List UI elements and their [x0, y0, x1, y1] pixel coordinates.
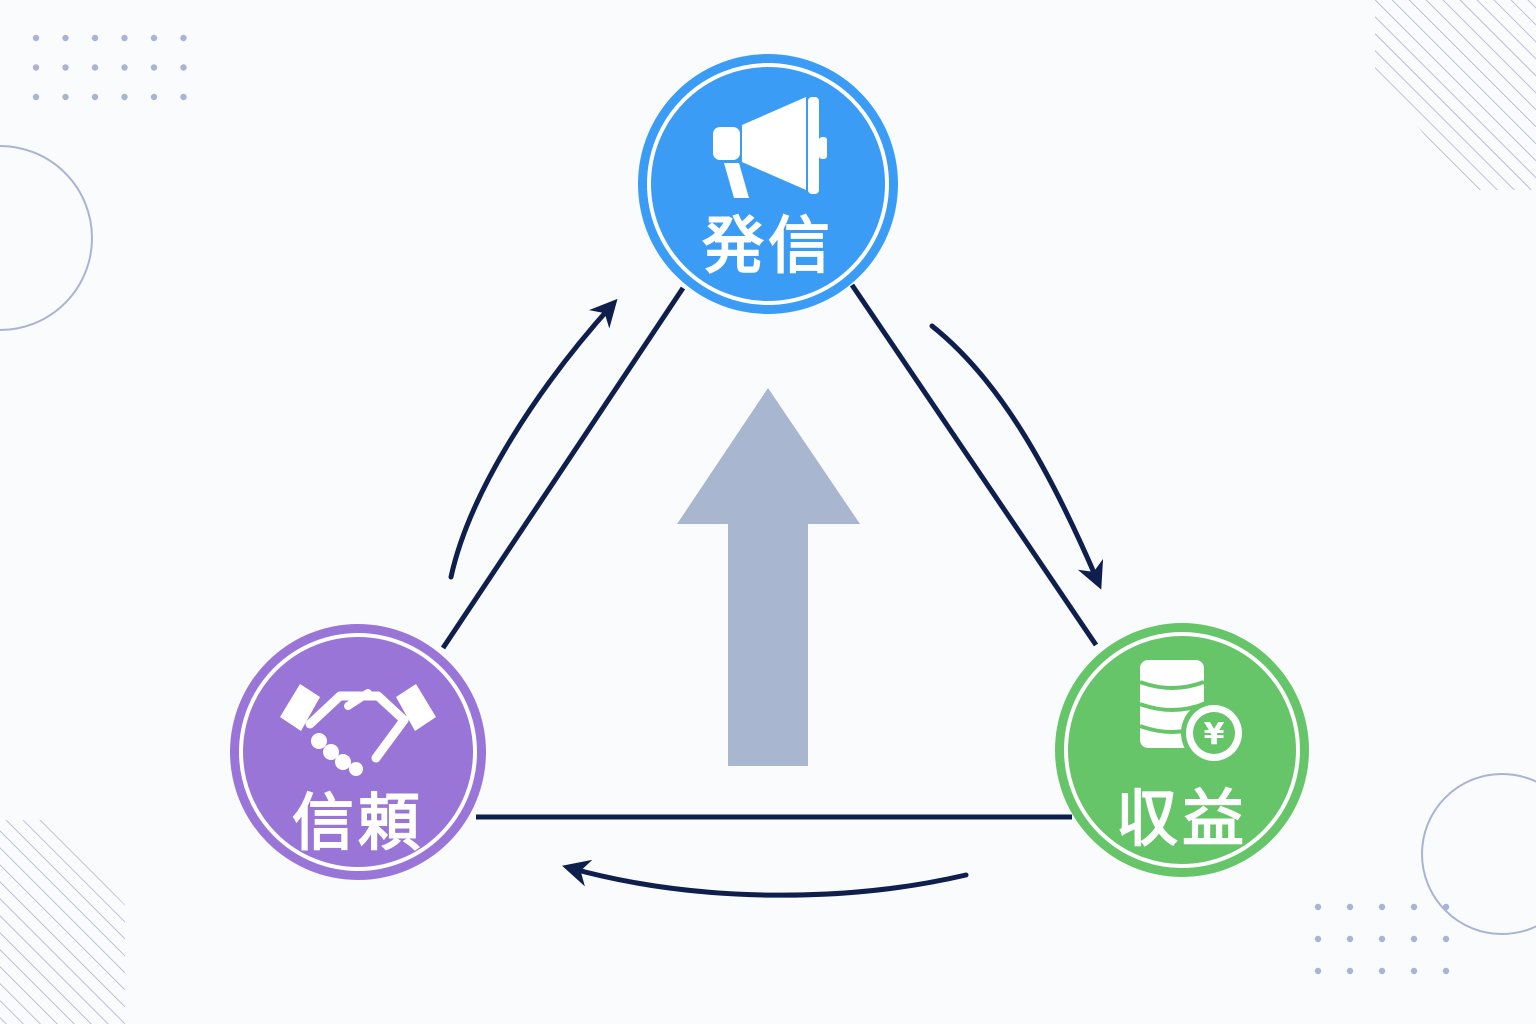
cycle-arrow-to-shueki — [929, 323, 1104, 590]
yen-coins-icon: ¥ — [1139, 660, 1247, 766]
decor-dot — [32, 93, 40, 101]
dot-grid-top-left — [32, 34, 187, 101]
decor-dot — [1378, 967, 1386, 975]
decor-dot — [1314, 967, 1322, 975]
decor-dot — [1378, 903, 1386, 911]
decor-dot — [1346, 903, 1354, 911]
decor-dot — [1314, 903, 1322, 911]
decor-dot — [1442, 935, 1450, 943]
hatch-corner-top-right — [1375, 0, 1536, 190]
handshake-icon — [280, 684, 436, 776]
cycle-arrows — [448, 298, 1104, 898]
decor-dot — [121, 93, 128, 101]
edge-hasshin-shueki — [849, 283, 1099, 647]
node-shueki: ¥ 収益 — [1055, 623, 1309, 877]
decor-dot — [62, 64, 69, 71]
node-label-shinrai: 信頼 — [292, 786, 424, 859]
dot-grid-bottom-right — [1314, 903, 1450, 975]
decor-dot — [62, 34, 69, 42]
outline-circle-right — [1421, 773, 1536, 935]
decor-dot — [180, 34, 187, 42]
decor-dot — [150, 34, 158, 42]
edge-shinrai-hasshin — [440, 286, 686, 650]
center-up-arrow — [677, 388, 860, 766]
node-hasshin: 発信 — [638, 54, 898, 314]
decor-dot — [150, 93, 158, 101]
yen-symbol: ¥ — [1204, 717, 1225, 752]
outline-circle-left — [0, 145, 93, 331]
decor-dot — [91, 93, 99, 101]
decor-dot — [121, 64, 128, 71]
decor-dot — [1346, 967, 1354, 975]
decor-dot — [150, 64, 158, 71]
decor-dot — [91, 64, 99, 71]
node-label-hasshin: 発信 — [702, 209, 834, 282]
decor-dot — [1410, 903, 1418, 911]
cycle-arrow-to-hasshin — [448, 298, 618, 580]
decor-dot — [32, 34, 40, 42]
decor-dot — [180, 64, 187, 71]
decor-dot — [180, 93, 187, 101]
decor-dot — [1410, 967, 1418, 975]
decor-dot — [1314, 935, 1322, 943]
decor-dot — [62, 93, 69, 101]
decor-dot — [1442, 967, 1450, 975]
decor-dot — [121, 34, 128, 42]
node-label-shueki: 収益 — [1116, 782, 1248, 855]
node-shinrai: 信頼 — [230, 624, 486, 880]
decor-dot — [91, 34, 99, 42]
triangle-edges — [440, 283, 1099, 820]
decor-dot — [1378, 935, 1386, 943]
cycle-arrow-to-shinrai — [562, 859, 969, 898]
decor-dot — [1410, 935, 1418, 943]
decor-dot — [1346, 935, 1354, 943]
decor-dot — [32, 64, 40, 71]
megaphone-icon — [713, 97, 827, 198]
hatch-corner-bottom-left — [0, 820, 125, 1024]
